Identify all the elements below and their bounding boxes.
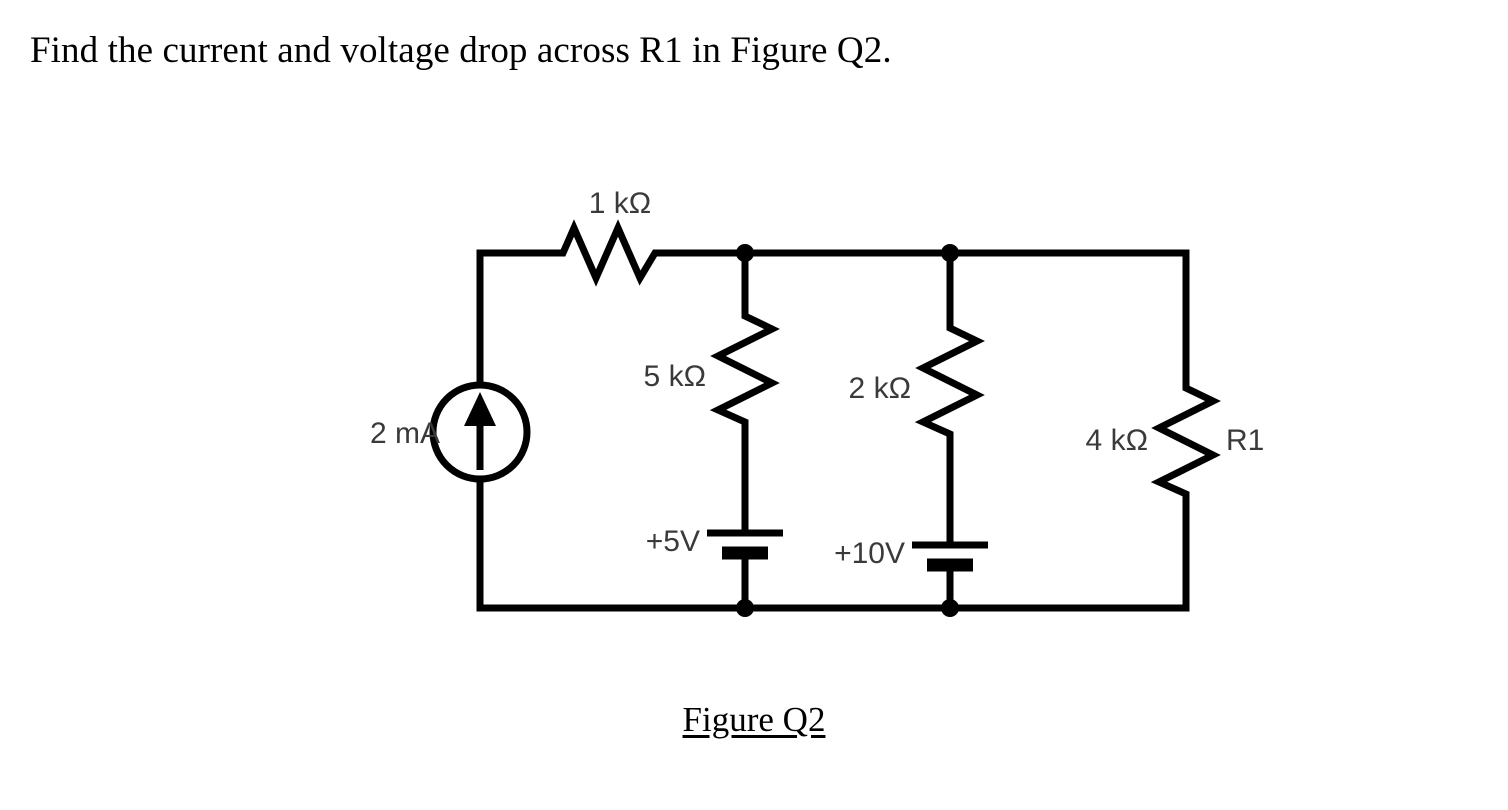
junction-node-b — [941, 244, 959, 262]
current-source-arrow-head — [464, 392, 496, 426]
resistor-5k-label: 5 kΩ — [644, 360, 706, 393]
circuit-schematic-svg: 2 mA 5 kΩ +5V 2 kΩ +10V 4 kΩ R1 — [370, 187, 1264, 617]
junction-node-c — [736, 599, 754, 617]
battery-5v-label: +5V — [646, 525, 700, 558]
resistor-1k-symbol — [552, 219, 678, 287]
junction-node-a — [736, 244, 754, 262]
resistor-4k-r1-symbol — [1150, 382, 1221, 502]
current-source-label: 2 mA — [370, 417, 440, 450]
question-text: Find the current and voltage drop across… — [30, 30, 892, 71]
resistor-2k-label: 2 kΩ — [849, 372, 911, 405]
resistor-2k-symbol — [914, 322, 985, 442]
resistor-4k-label: 4 kΩ — [1086, 424, 1148, 457]
figure-caption-text: Figure Q2 — [682, 700, 826, 739]
resistor-r1-designator-label: R1 — [1226, 424, 1264, 457]
figure-caption: Figure Q2 — [0, 700, 1508, 740]
battery-10v-label: +10V — [834, 537, 905, 570]
resistor-5k-symbol — [709, 310, 780, 430]
circuit-figure: 2 mA 5 kΩ +5V 2 kΩ +10V 4 kΩ R1 — [0, 130, 1508, 690]
resistor-1k-label: 1 kΩ — [589, 187, 651, 220]
junction-node-d — [941, 599, 959, 617]
